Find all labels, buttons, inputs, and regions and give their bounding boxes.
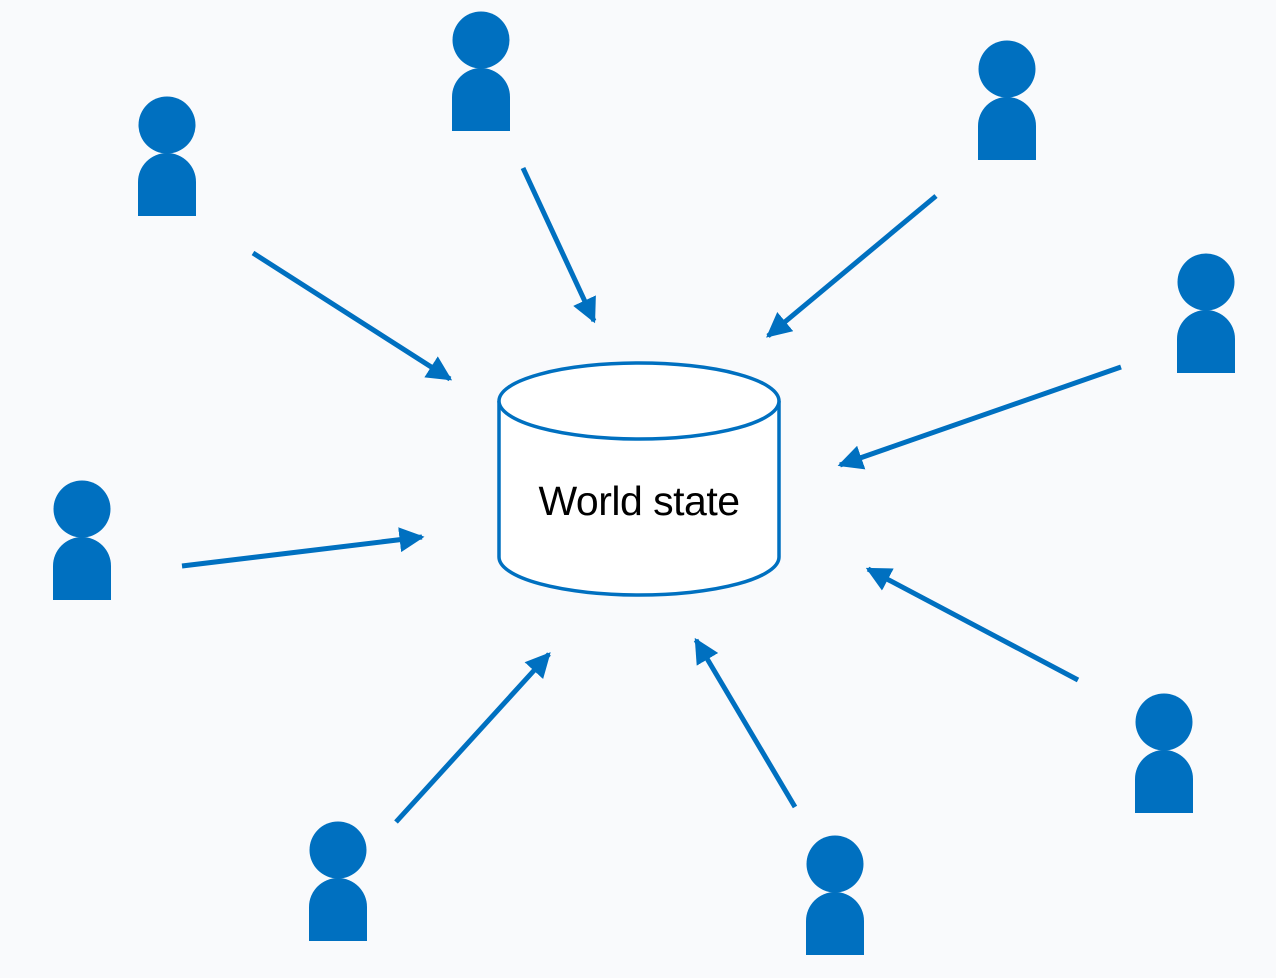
world-state-database	[497, 361, 781, 597]
arrow-icon	[766, 194, 938, 338]
person-icon	[978, 40, 1036, 160]
person-icon	[53, 480, 111, 600]
arrow-icon	[394, 652, 551, 824]
person-icon	[1177, 253, 1235, 373]
world-state-label: World state	[538, 478, 740, 524]
arrow-icon	[181, 527, 425, 569]
arrow-icon	[837, 364, 1122, 470]
cylinder-body	[497, 401, 781, 597]
arrow-icon	[693, 637, 798, 809]
person-icon	[1135, 693, 1193, 813]
cylinder-top	[497, 361, 781, 441]
arrow-icon	[520, 166, 597, 324]
person-icon	[309, 821, 367, 941]
arrow-icon	[251, 250, 453, 382]
arrow-icon	[865, 566, 1080, 683]
person-icon	[452, 11, 510, 131]
person-icon	[806, 835, 864, 955]
person-icon	[138, 96, 196, 216]
